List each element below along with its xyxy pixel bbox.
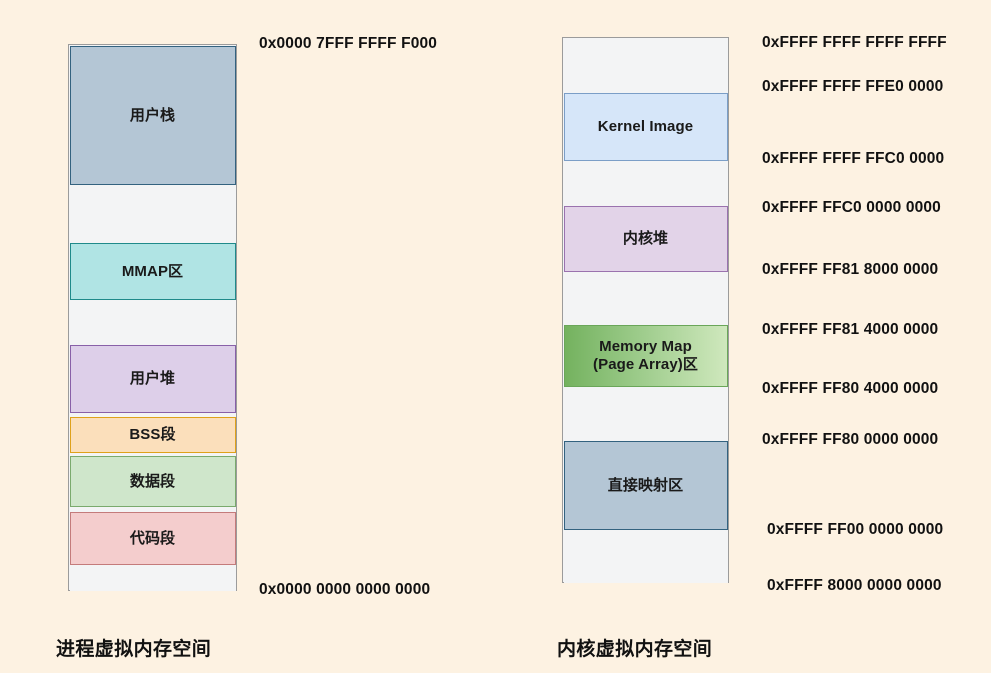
right-block-label: Memory Map (Page Array)区 <box>593 338 698 373</box>
right-block-label: Kernel Image <box>597 118 694 136</box>
right-block-gap-a <box>563 162 728 205</box>
addr-direct-top: 0xFFFF FF80 0000 0000 <box>762 431 939 448</box>
addr-kernel-img-bot: 0xFFFF FFFF FFC0 0000 <box>762 150 945 167</box>
left-block-bss-segment: BSS段 <box>69 417 236 453</box>
addr-kheap-bot: 0xFFFF FF81 8000 0000 <box>762 261 939 278</box>
left-block-text-segment: 代码段 <box>69 512 236 565</box>
addr-kernel-base: 0xFFFF 8000 0000 0000 <box>767 577 942 594</box>
right-block-gap-top <box>563 38 728 91</box>
left-block-gap-2 <box>69 306 236 344</box>
addr-zero: 0x0000 0000 0000 0000 <box>259 581 431 598</box>
right-block-kernel-image: Kernel Image <box>563 93 728 161</box>
addr-direct-bot: 0xFFFF FF00 0000 0000 <box>767 521 944 538</box>
right-block-memory-map: Memory Map (Page Array)区 <box>563 325 728 387</box>
left-block-label: 用户堆 <box>129 370 176 388</box>
left-block-user-stack: 用户栈 <box>69 46 236 185</box>
right-block-gap-c <box>563 388 728 440</box>
left-block-label: 数据段 <box>129 472 176 490</box>
addr-kernel-img-top: 0xFFFF FFFF FFE0 0000 <box>762 78 944 95</box>
addr-kheap-top: 0xFFFF FFC0 0000 0000 <box>762 199 941 216</box>
left-block-label: 代码段 <box>129 529 176 547</box>
right-block-direct-mapping: 直接映射区 <box>563 441 728 530</box>
left-block-label: 用户栈 <box>129 106 176 124</box>
right-block-gap-b <box>563 273 728 324</box>
addr-top: 0xFFFF FFFF FFFF FFFF <box>762 34 947 51</box>
right-block-label: 内核堆 <box>622 230 669 248</box>
right-block-gap-bottom <box>563 531 728 583</box>
addr-user-stack-top: 0x0000 7FFF FFFF F000 <box>259 35 438 52</box>
left-block-gap-1 <box>69 187 236 231</box>
caption-process-space: 进程虚拟内存空间 <box>56 639 212 660</box>
right-block-label: 直接映射区 <box>607 476 684 494</box>
caption-kernel-space: 内核虚拟内存空间 <box>557 639 713 660</box>
addr-memmap-bot: 0xFFFF FF80 4000 0000 <box>762 380 939 397</box>
left-block-gap-3 <box>69 566 236 591</box>
left-block-label: BSS段 <box>129 426 176 444</box>
left-block-data-segment: 数据段 <box>69 456 236 507</box>
left-block-mmap-region: MMAP区 <box>69 243 236 300</box>
right-block-kernel-heap: 内核堆 <box>563 206 728 272</box>
left-block-label: MMAP区 <box>121 262 184 280</box>
addr-memmap-top: 0xFFFF FF81 4000 0000 <box>762 321 939 338</box>
left-block-user-heap: 用户堆 <box>69 345 236 413</box>
